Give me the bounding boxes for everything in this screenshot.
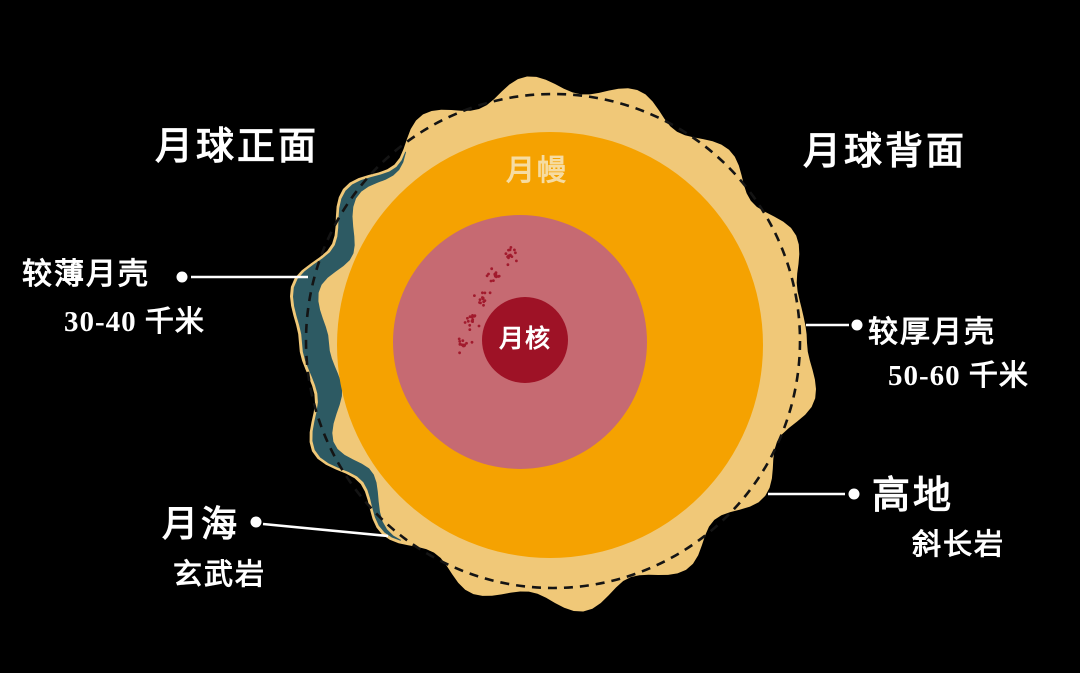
thick-crust-callout-dot — [851, 319, 863, 331]
maria-sublabel: 玄武岩 — [173, 559, 267, 591]
crust-dashed-outline — [304, 92, 802, 590]
maria-callout-line — [262, 522, 389, 538]
maria-label: 月海 — [162, 504, 241, 544]
mantle-label: 月幔 — [505, 155, 569, 187]
maria-basalt-crescent — [293, 151, 406, 541]
maria-callout-dot — [250, 516, 262, 528]
core-circle — [482, 297, 568, 383]
callouts — [176, 271, 863, 538]
highlands-label: 高地 — [872, 475, 955, 517]
thin-crust-value: 30-40 千米 — [64, 306, 205, 338]
highlands-callout-dot — [848, 488, 860, 500]
highlands-sublabel: 斜长岩 — [912, 529, 1006, 561]
far-side-label: 月球背面 — [803, 131, 968, 173]
core-speckles — [457, 246, 518, 355]
thin-crust-label: 较薄月壳 — [22, 258, 150, 291]
thick-crust-label: 较厚月壳 — [868, 316, 996, 349]
thin-crust-callout-dot — [176, 271, 188, 283]
thick-crust-value: 50-60 千米 — [888, 360, 1029, 392]
near-side-label: 月球正面 — [155, 126, 320, 168]
core-label: 月核 — [498, 326, 552, 353]
